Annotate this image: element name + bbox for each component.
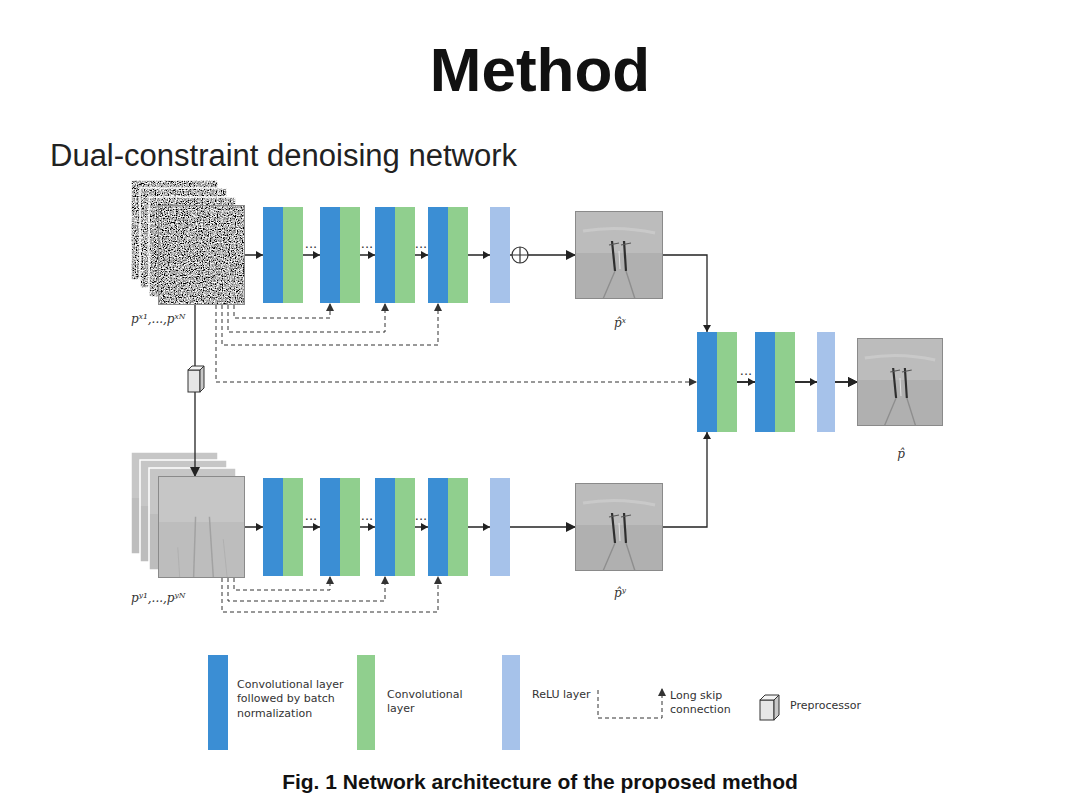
relu-layer <box>490 478 510 576</box>
fusion-layers <box>697 325 835 439</box>
conv-layer <box>283 207 303 303</box>
conv-layer <box>395 207 415 303</box>
skip-line <box>228 304 385 332</box>
conv-layer <box>448 207 468 303</box>
conv-bn-layer <box>428 207 448 303</box>
conv-layer <box>775 332 795 432</box>
flow-arrow <box>245 526 575 527</box>
sum-symbol <box>512 247 528 263</box>
cube-face <box>188 370 200 392</box>
conv-bn-layer <box>375 478 395 576</box>
conv-bn-layer <box>375 207 395 303</box>
legend-samples <box>598 689 779 720</box>
conv-bn-layer <box>697 332 717 432</box>
flow-arrow <box>194 305 195 476</box>
flow-arrow <box>256 251 490 259</box>
noisy-image <box>158 205 245 305</box>
noisy-input-stack <box>131 180 245 305</box>
image-label: p̂ʸ <box>576 586 664 600</box>
legend-text: Long skip connection <box>670 689 745 718</box>
legend-swatch <box>502 655 520 750</box>
skip-line <box>234 577 330 590</box>
relu-layer <box>817 332 835 432</box>
conv-bn-layer <box>320 478 340 576</box>
conv-layer <box>340 478 360 576</box>
skip-line <box>216 305 696 382</box>
denoised-image <box>857 338 943 426</box>
cube-sample <box>760 700 774 720</box>
conv-bn-layer <box>428 478 448 576</box>
output-image: p̂ˣ <box>575 211 663 299</box>
ellipsis: ... <box>357 236 377 251</box>
input-image-stack: pʸ¹,...,pʸᴺ <box>158 476 245 578</box>
ellipsis: ... <box>411 508 431 523</box>
conv-layer <box>340 207 360 303</box>
ellipsis: ... <box>411 236 431 251</box>
flow-arrow <box>256 523 490 531</box>
conv-bn-layer <box>320 207 340 303</box>
preprocessor-cube <box>188 366 204 392</box>
output-image: p̂ <box>857 338 943 426</box>
legend-text: ReLU layer <box>532 688 592 702</box>
image-label: p̂ <box>858 447 944 461</box>
x-branch-layers <box>256 207 528 303</box>
image-label: pʸ¹,...,pʸᴺ <box>131 591 231 605</box>
preprocessed-input-stack <box>131 452 245 578</box>
output-image: p̂ʸ <box>575 483 663 571</box>
title: Method <box>0 34 1080 105</box>
flow-arrow <box>663 382 857 527</box>
cube-face <box>188 366 204 370</box>
denoised-image <box>575 483 663 571</box>
legend-swatch <box>208 655 228 750</box>
denoised-image <box>575 211 663 299</box>
skip-line <box>234 304 330 318</box>
cube-sample <box>760 695 779 700</box>
flow-arrow <box>245 254 575 255</box>
skip-line <box>222 577 438 612</box>
cube-face <box>200 366 204 392</box>
image-label: p̂ˣ <box>576 316 664 330</box>
ellipsis: ... <box>301 236 321 251</box>
subtitle: Dual-constraint denoising network <box>50 138 750 174</box>
skip-line <box>228 577 385 601</box>
relu-layer <box>490 207 510 303</box>
ellipsis: ... <box>736 363 756 378</box>
conv-layer <box>717 332 737 432</box>
preprocessed-image <box>158 476 245 578</box>
conv-layer <box>448 478 468 576</box>
legend-text: Convolutional layer followed by batch no… <box>237 678 347 721</box>
ellipsis: ... <box>301 508 321 523</box>
image-label: pˣ¹,...,pˣᴺ <box>131 312 231 326</box>
skip-sample <box>598 689 662 718</box>
caption: Fig. 1 Network architecture of the propo… <box>0 770 1080 794</box>
skip-line <box>222 304 438 345</box>
sum-symbol <box>512 247 528 263</box>
conv-bn-layer <box>263 207 283 303</box>
input-image-stack: pˣ¹,...,pˣᴺ <box>158 205 245 305</box>
cube-sample <box>774 695 779 720</box>
flow-arrow <box>663 255 857 382</box>
flow-arrow <box>703 325 817 439</box>
legend-text: Convolutional layer <box>387 688 487 717</box>
conv-layer <box>395 478 415 576</box>
ellipsis: ... <box>357 508 377 523</box>
conv-bn-layer <box>263 478 283 576</box>
long-skip-connections <box>216 304 696 612</box>
legend-text: Preprocessor <box>790 699 880 713</box>
legend-swatch <box>357 655 375 750</box>
conv-layer <box>283 478 303 576</box>
y-branch-layers <box>256 478 510 576</box>
conv-bn-layer <box>755 332 775 432</box>
